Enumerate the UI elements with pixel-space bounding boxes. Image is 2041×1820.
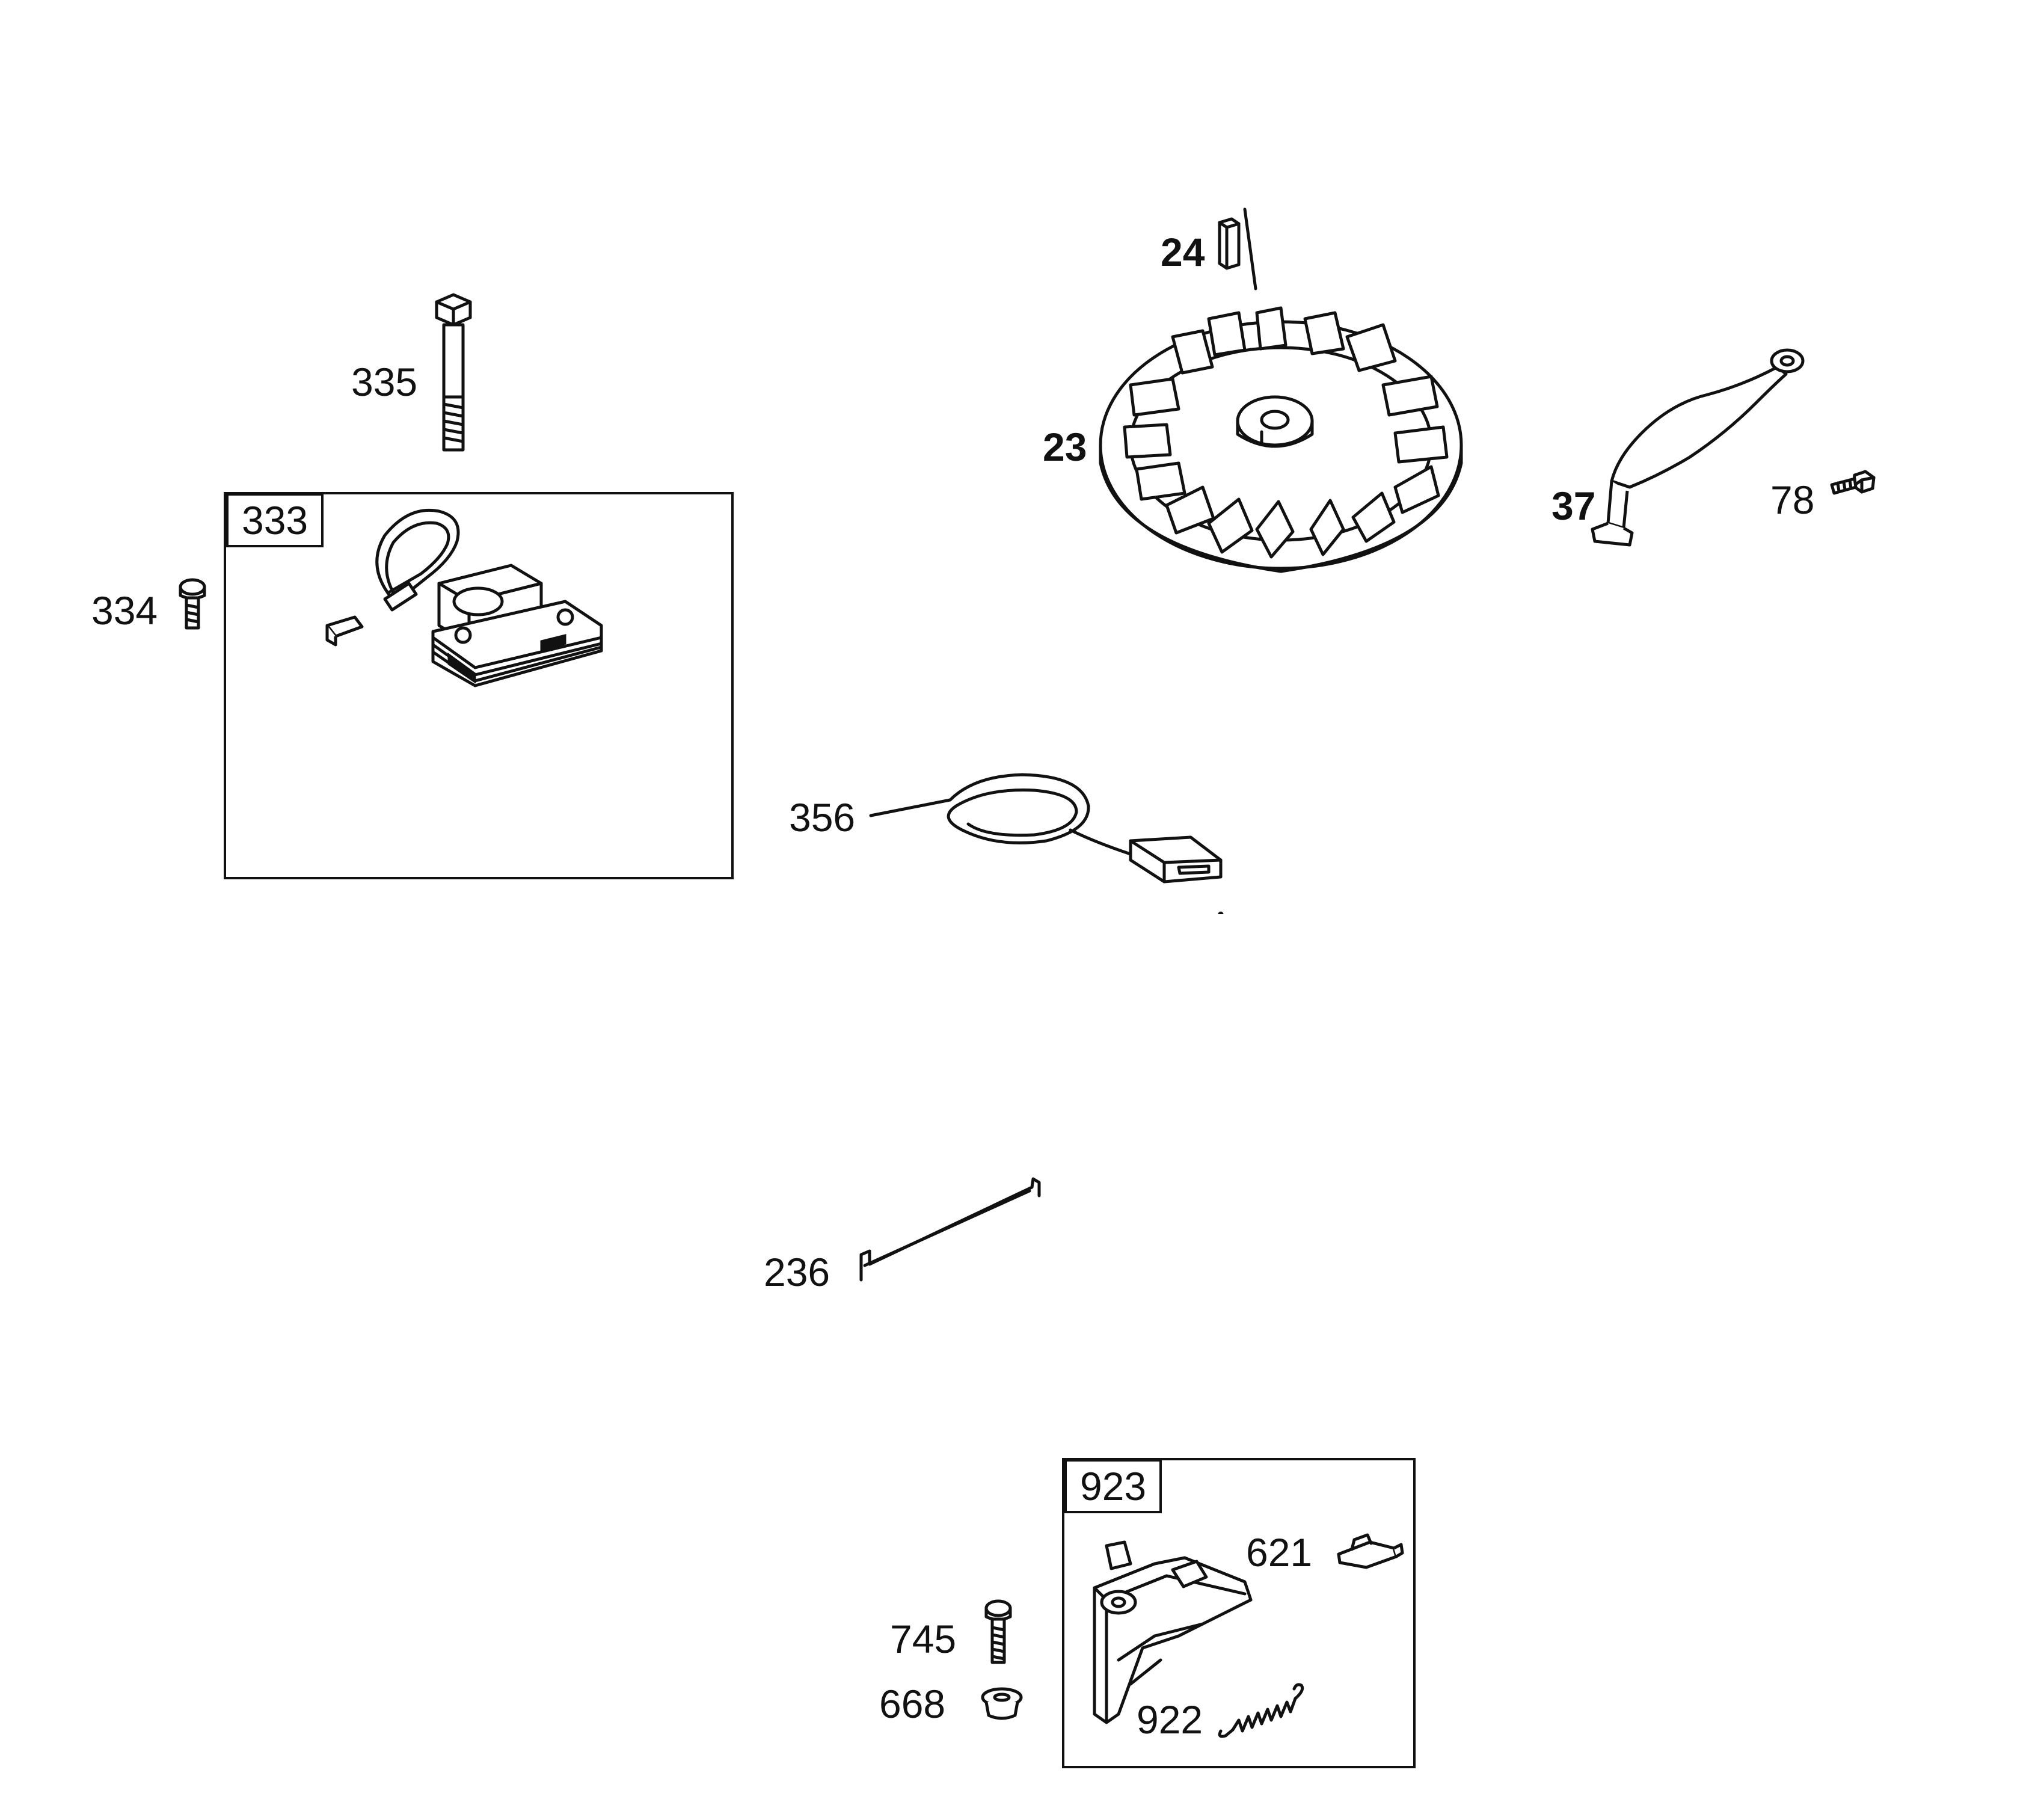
link-rod-236-drawing — [859, 1177, 1041, 1282]
kit-box-923 — [1062, 1458, 1416, 1768]
bolt-335-drawing — [435, 293, 472, 452]
screw-334-drawing — [179, 578, 206, 630]
wire-harness-356-drawing — [869, 773, 1224, 914]
callout-745: 745 — [890, 1617, 957, 1661]
callout-37: 37 — [1551, 484, 1596, 528]
callout-236: 236 — [764, 1250, 830, 1294]
callout-922: 922 — [1137, 1697, 1203, 1742]
flywheel-23-drawing — [1099, 306, 1463, 573]
ignition-coil-333-drawing — [325, 508, 603, 687]
kit-box-333 — [224, 492, 734, 879]
callout-333: 333 — [226, 493, 324, 547]
governor-lever-923-drawing — [1093, 1540, 1253, 1724]
flywheel-key-24-drawing — [1218, 217, 1241, 270]
callout-621: 621 — [1246, 1530, 1313, 1575]
callout-24: 24 — [1161, 230, 1205, 274]
screw-745-drawing — [984, 1599, 1012, 1664]
bracket-621-drawing — [1337, 1533, 1404, 1569]
key-leader-line — [1243, 208, 1257, 291]
callout-923: 923 — [1064, 1459, 1162, 1513]
spring-922-drawing — [1218, 1683, 1304, 1738]
callout-335: 335 — [351, 360, 418, 404]
bushing-668-drawing — [981, 1687, 1023, 1720]
callout-334: 334 — [91, 588, 158, 633]
callout-78: 78 — [1770, 478, 1815, 522]
screw-78-drawing — [1830, 470, 1876, 495]
callout-668: 668 — [879, 1682, 946, 1726]
callout-23: 23 — [1043, 425, 1087, 469]
callout-356: 356 — [789, 795, 856, 840]
ground-wire-37-drawing — [1591, 348, 1805, 547]
